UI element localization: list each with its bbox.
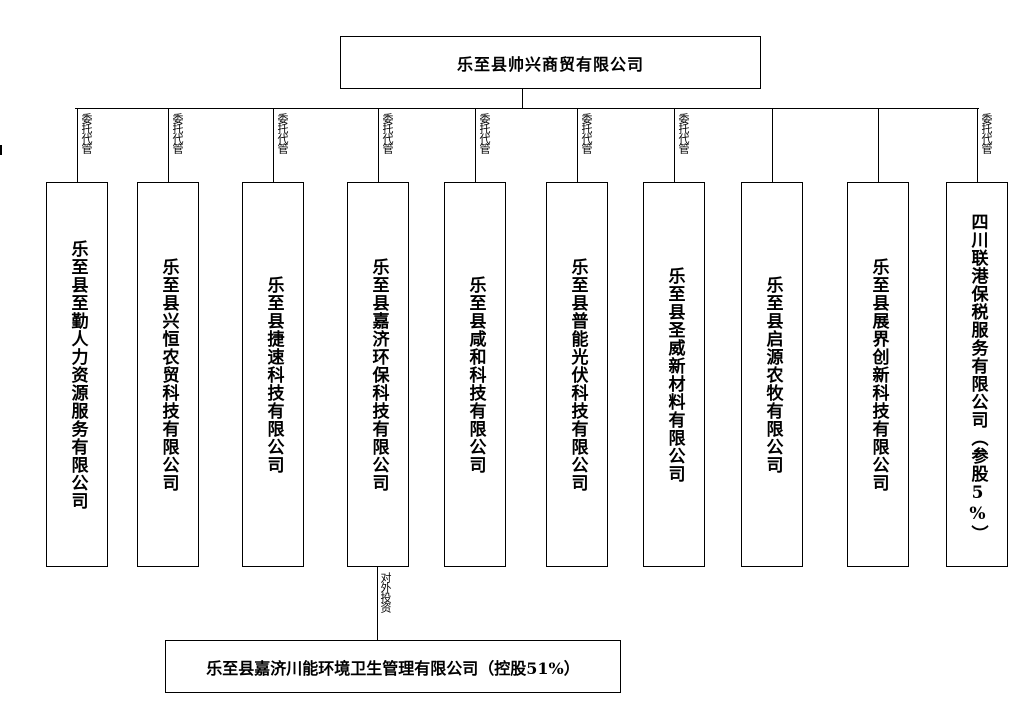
subsidiary-name: 乐至县展界创新科技有限公司 xyxy=(868,258,889,492)
relation-label: 委托代管 xyxy=(171,113,184,153)
subsidiary-connector xyxy=(674,108,675,182)
invested-company-box: 乐至县嘉济川能环境卫生管理有限公司（控股51%） xyxy=(165,640,621,693)
subsidiary-name: 乐至县圣威新材料有限公司 xyxy=(664,267,685,483)
relation-label: 委托代管 xyxy=(276,113,289,153)
subsidiary-connector xyxy=(273,108,274,182)
subsidiary-box: 乐至县咸和科技有限公司 xyxy=(444,182,506,567)
subsidiary-name: 乐至县咸和科技有限公司 xyxy=(465,276,486,474)
subsidiary-connector xyxy=(475,108,476,182)
subsidiary-connector xyxy=(577,108,578,182)
subsidiary-box: 乐至县展界创新科技有限公司 xyxy=(847,182,909,567)
investment-label: 对外投资 xyxy=(379,572,392,612)
subsidiary-box: 乐至县启源农牧有限公司 xyxy=(741,182,803,567)
parent-connector xyxy=(522,89,523,108)
subsidiary-connector xyxy=(878,108,879,182)
subsidiary-connector xyxy=(772,108,773,182)
subsidiary-box: 乐至县圣威新材料有限公司 xyxy=(643,182,705,567)
subsidiary-connector xyxy=(977,108,978,182)
subsidiary-name: 四川联港保税服务有限公司（参股5%） xyxy=(967,213,988,543)
parent-company-name: 乐至县帅兴商贸有限公司 xyxy=(456,54,644,74)
relation-label: 委托代管 xyxy=(381,113,394,153)
subsidiary-box: 乐至县兴恒农贸科技有限公司 xyxy=(137,182,199,567)
subsidiary-connector xyxy=(378,108,379,182)
relation-label: 委托代管 xyxy=(580,113,593,153)
subsidiary-name: 乐至县启源农牧有限公司 xyxy=(762,276,783,474)
invested-company-name: 乐至县嘉济川能环境卫生管理有限公司（控股51%） xyxy=(206,658,580,678)
relation-label: 委托代管 xyxy=(677,113,690,153)
subsidiary-connector xyxy=(168,108,169,182)
edge-mark xyxy=(0,145,2,155)
relation-label: 委托代管 xyxy=(980,113,993,153)
subsidiary-name: 乐至县嘉济环保科技有限公司 xyxy=(368,258,389,492)
investment-connector xyxy=(377,567,378,640)
parent-company-box: 乐至县帅兴商贸有限公司 xyxy=(340,36,761,89)
subsidiary-name: 乐至县普能光伏科技有限公司 xyxy=(567,258,588,492)
subsidiary-name: 乐至县至勤人力资源服务有限公司 xyxy=(67,240,88,510)
subsidiary-name: 乐至县捷速科技有限公司 xyxy=(263,276,284,474)
subsidiary-box: 乐至县至勤人力资源服务有限公司 xyxy=(46,182,108,567)
subsidiary-box: 乐至县普能光伏科技有限公司 xyxy=(546,182,608,567)
subsidiary-box: 四川联港保税服务有限公司（参股5%） xyxy=(946,182,1008,567)
subsidiary-box: 乐至县嘉济环保科技有限公司 xyxy=(347,182,409,567)
bus-line xyxy=(75,108,979,109)
subsidiary-box: 乐至县捷速科技有限公司 xyxy=(242,182,304,567)
relation-label: 委托代管 xyxy=(478,113,491,153)
subsidiary-connector xyxy=(77,108,78,182)
subsidiary-name: 乐至县兴恒农贸科技有限公司 xyxy=(158,258,179,492)
relation-label: 委托代管 xyxy=(80,113,93,153)
